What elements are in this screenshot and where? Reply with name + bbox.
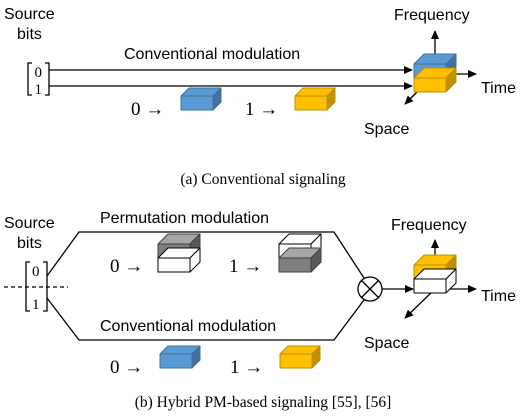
cube-icon-yellow: [294, 87, 336, 111]
pm-branch-path: [46, 231, 365, 279]
space-label: Space: [364, 335, 409, 352]
cube-icon-yellow: [279, 345, 321, 369]
grid-cube-yellow: [413, 67, 457, 93]
source-label-line1: Source: [4, 6, 55, 23]
panel-a: Source bits 0 1 Conventional modulation …: [4, 6, 516, 188]
cube-icon-gray: [278, 247, 322, 273]
bit-vector-left-bracket: [27, 62, 32, 96]
source-label-line2: bits: [17, 26, 42, 43]
frequency-label: Frequency: [391, 217, 467, 234]
circled-times-stroke-2: [361, 280, 379, 298]
map-one-label: 1 →: [245, 99, 278, 120]
cube-icon-blue: [159, 345, 201, 369]
space-axis: [404, 288, 436, 319]
pm-map-one-label: 1 →: [229, 256, 262, 277]
panel-b: Source bits 0 1 Permutation modulation C…: [4, 210, 516, 411]
caption-b: (b) Hybrid PM-based signaling [55], [56]: [135, 394, 392, 411]
conventional-modulation-label: Conventional modulation: [124, 46, 300, 63]
source-label-line1: Source: [4, 215, 55, 232]
permutation-modulation-label: Permutation modulation: [100, 210, 269, 227]
cube-icon-blue: [180, 87, 222, 111]
time-label: Time: [481, 288, 516, 305]
cube-icon-empty: [157, 247, 201, 273]
time-label: Time: [481, 80, 516, 97]
frequency-label: Frequency: [394, 7, 470, 24]
caption-a: (a) Conventional signaling: [180, 171, 346, 188]
bit-vector-bottom: 1: [35, 82, 43, 98]
bit-vector-top: 0: [32, 264, 40, 280]
cm-map-zero-label: 0 →: [110, 357, 143, 378]
pm-map-zero-label: 0 →: [110, 256, 143, 277]
conventional-modulation-label: Conventional modulation: [100, 318, 276, 335]
space-label: Space: [364, 121, 409, 138]
source-label-line2: bits: [17, 235, 42, 252]
grid-cube-empty: [413, 268, 457, 294]
bit-vector-bottom: 1: [32, 297, 40, 313]
cm-branch-path: [46, 297, 365, 341]
bit-vector-right-bracket: [45, 62, 50, 96]
bit-vector-top: 0: [35, 65, 43, 81]
map-zero-label: 0 →: [131, 99, 164, 120]
cm-map-one-label: 1 →: [230, 357, 263, 378]
